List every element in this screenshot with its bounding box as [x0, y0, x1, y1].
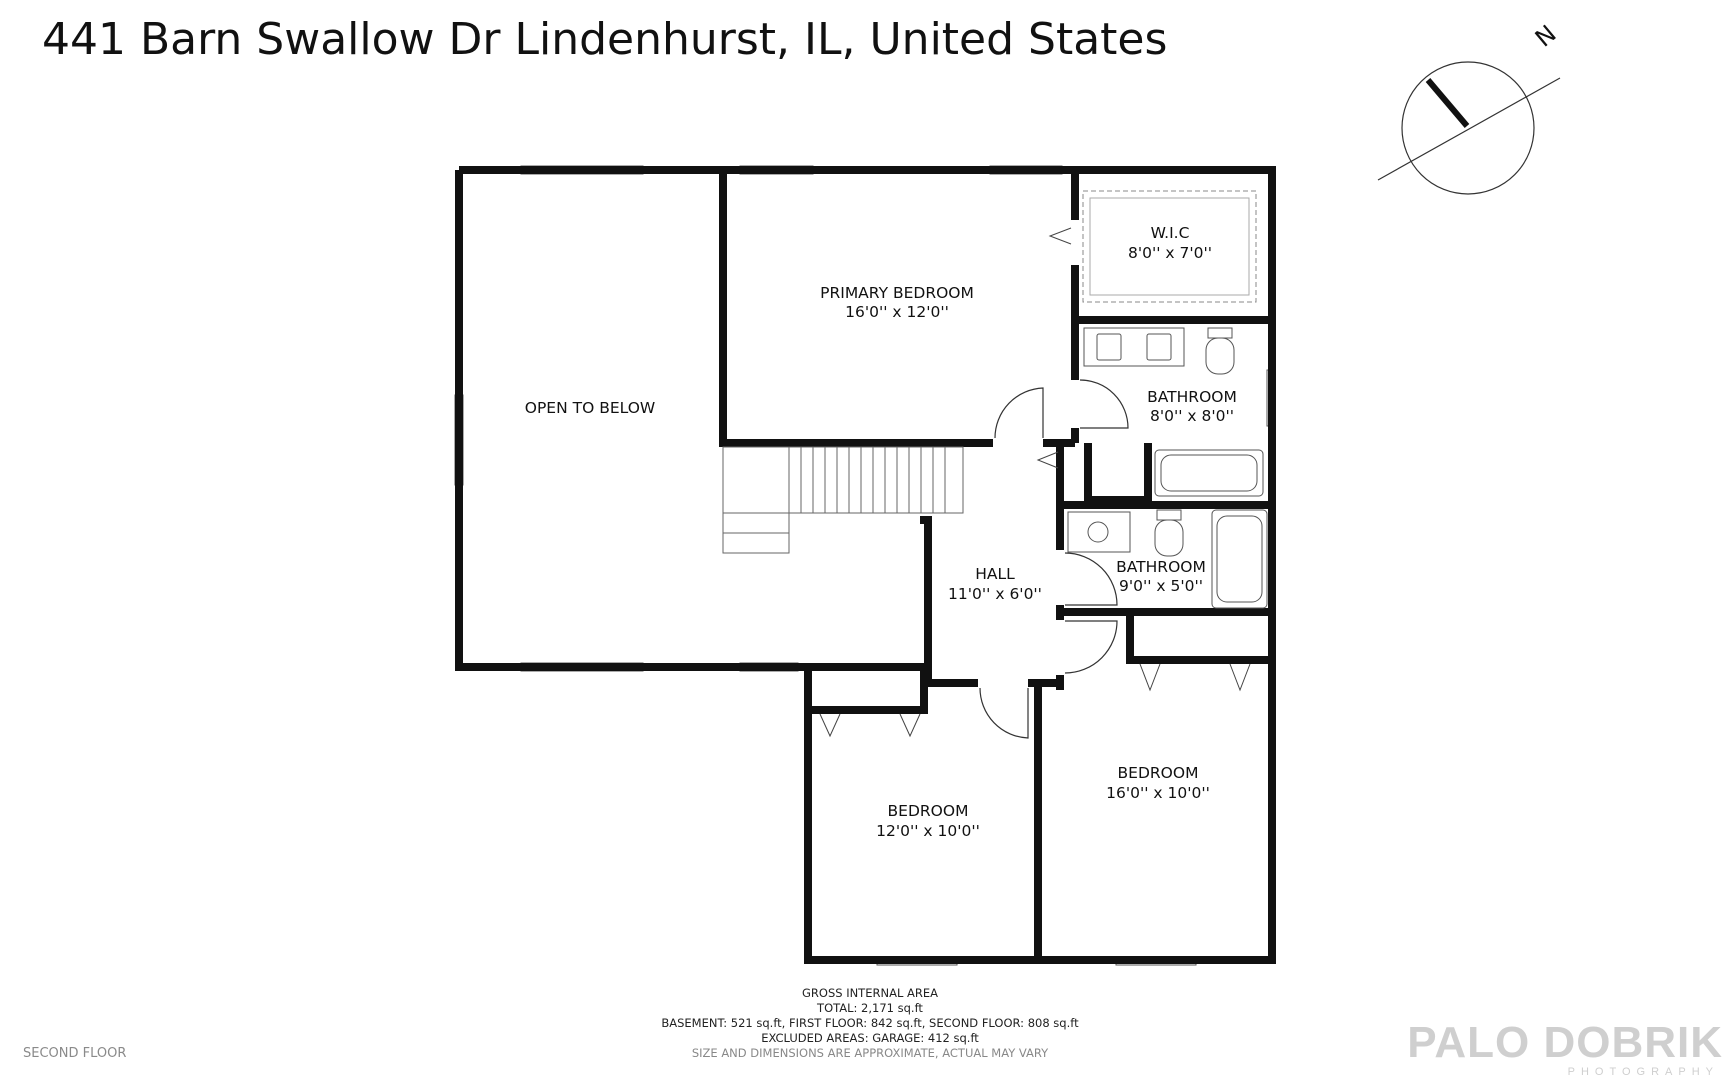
area-heading: GROSS INTERNAL AREA	[801, 986, 938, 1000]
room-labels: OPEN TO BELOW PRIMARY BEDROOM 16'0'' x 1…	[525, 224, 1237, 840]
room-bathroom-1-name: BATHROOM	[1147, 388, 1237, 406]
room-bathroom-1-dims: 8'0'' x 8'0''	[1150, 407, 1234, 425]
logo-main-text: PALO DOBRIK	[1407, 1018, 1723, 1067]
room-bedroom-2-name: BEDROOM	[1118, 764, 1199, 782]
room-open-to-below: OPEN TO BELOW	[525, 399, 656, 417]
compass-icon: N	[1377, 20, 1562, 195]
room-wic-name: W.I.C	[1151, 224, 1190, 242]
area-total: TOTAL: 2,171 sq.ft	[817, 1001, 923, 1015]
wic-inner	[1089, 197, 1250, 296]
staircase	[722, 446, 964, 554]
floor-label: SECOND FLOOR	[23, 1046, 127, 1061]
door-swings	[979, 379, 1129, 739]
door-gaps	[978, 220, 1080, 688]
room-wic-dims: 8'0'' x 7'0''	[1128, 244, 1212, 262]
area-excluded: EXCLUDED AREAS: GARAGE: 412 sq.ft	[761, 1031, 979, 1045]
gross-area-info: GROSS INTERNAL AREA TOTAL: 2,171 sq.ft B…	[640, 986, 1100, 1061]
room-bathroom-2-name: BATHROOM	[1116, 558, 1206, 576]
room-bedroom-1-dims: 12'0'' x 10'0''	[876, 822, 980, 840]
room-bedroom-1-name: BEDROOM	[888, 802, 969, 820]
area-disclaimer: SIZE AND DIMENSIONS ARE APPROXIMATE, ACT…	[691, 1046, 1049, 1060]
brand-logo: PALO DOBRIK PHOTOGRAPHY	[1393, 1018, 1723, 1080]
bathroom-fixtures	[1067, 327, 1268, 609]
room-hall-name: HALL	[975, 565, 1015, 583]
room-hall-dims: 11'0'' x 6'0''	[948, 585, 1042, 603]
logo-sub-text: PHOTOGRAPHY	[1567, 1066, 1719, 1078]
room-primary-bedroom-dims: 16'0'' x 12'0''	[845, 303, 949, 321]
compass-north-label: N	[1530, 20, 1562, 53]
wic-shelving	[1082, 190, 1257, 303]
room-bathroom-2-dims: 9'0'' x 5'0''	[1119, 577, 1203, 595]
room-primary-bedroom-name: PRIMARY BEDROOM	[820, 284, 974, 302]
closet-doors	[819, 227, 1251, 738]
room-bedroom-2-dims: 16'0'' x 10'0''	[1106, 784, 1210, 802]
address-title: 441 Barn Swallow Dr Lindenhurst, IL, Uni…	[42, 14, 1168, 65]
area-breakdown: BASEMENT: 521 sq.ft, FIRST FLOOR: 842 sq…	[661, 1016, 1079, 1030]
